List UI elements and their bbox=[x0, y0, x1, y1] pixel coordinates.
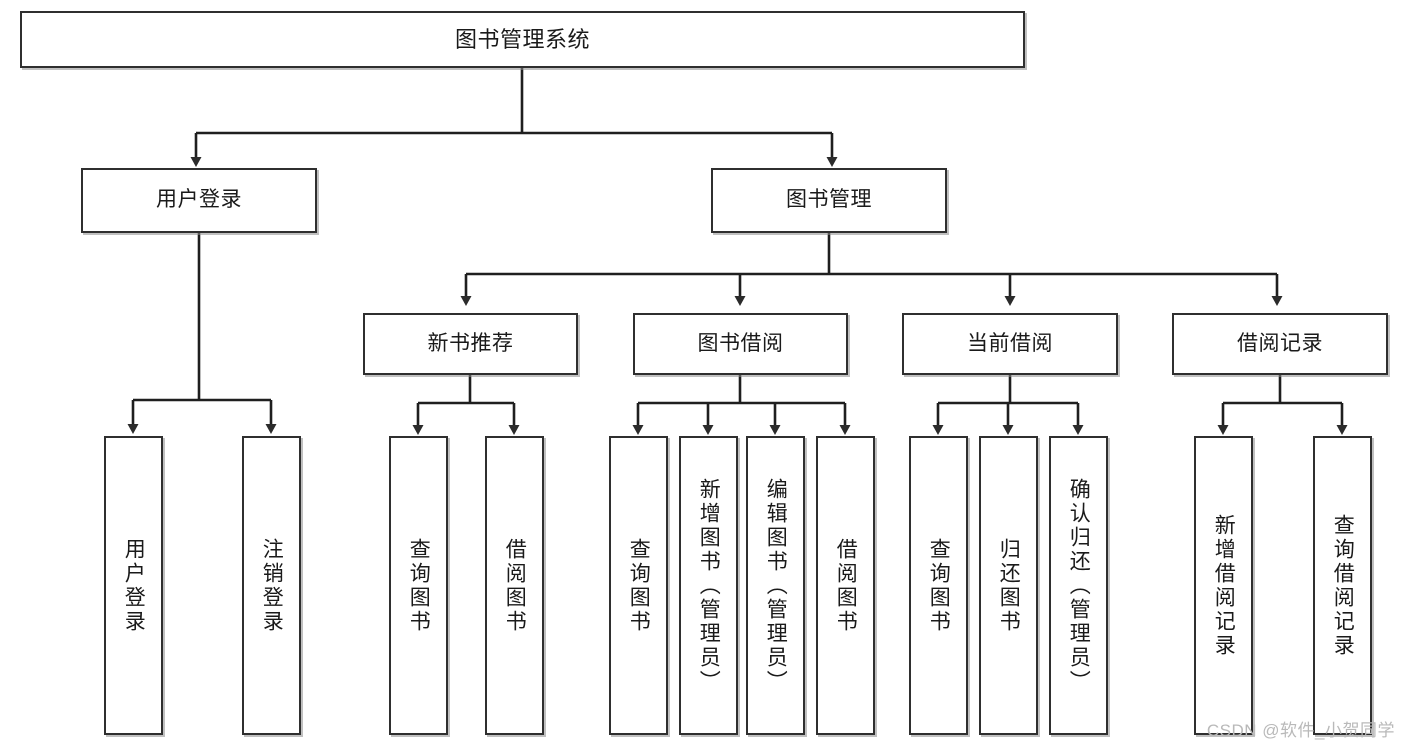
node-leaf-add-record[interactable]: 新增借阅记录 bbox=[1194, 436, 1253, 735]
node-leaf-edit-book-label: 编辑图书（管理员） bbox=[764, 477, 788, 694]
node-leaf-query-book-3-label: 查询图书 bbox=[927, 537, 951, 634]
node-leaf-add-book[interactable]: 新增图书（管理员） bbox=[679, 436, 738, 735]
node-book-manage[interactable]: 图书管理 bbox=[711, 168, 947, 233]
node-leaf-return-book[interactable]: 归还图书 bbox=[979, 436, 1038, 735]
node-leaf-logout-login[interactable]: 注销登录 bbox=[242, 436, 301, 735]
node-book-manage-label: 图书管理 bbox=[786, 188, 872, 212]
node-root-label: 图书管理系统 bbox=[454, 26, 590, 52]
node-leaf-edit-book[interactable]: 编辑图书（管理员） bbox=[746, 436, 805, 735]
node-leaf-query-book-2[interactable]: 查询图书 bbox=[609, 436, 668, 735]
node-user-login-label: 用户登录 bbox=[156, 188, 242, 212]
node-leaf-borrow-book-2[interactable]: 借阅图书 bbox=[816, 436, 875, 735]
node-leaf-borrow-book-2-label: 借阅图书 bbox=[834, 537, 858, 634]
node-leaf-return-book-label: 归还图书 bbox=[997, 537, 1021, 634]
node-new-book-rec-label: 新书推荐 bbox=[427, 331, 514, 355]
node-new-book-rec[interactable]: 新书推荐 bbox=[363, 313, 578, 375]
node-leaf-borrow-book-1-label: 借阅图书 bbox=[503, 537, 527, 634]
node-leaf-confirm-return[interactable]: 确认归还（管理员） bbox=[1049, 436, 1108, 735]
node-borrow-record-label: 借阅记录 bbox=[1237, 331, 1323, 355]
node-leaf-query-book-2-label: 查询图书 bbox=[627, 537, 651, 634]
node-leaf-query-record[interactable]: 查询借阅记录 bbox=[1313, 436, 1372, 735]
node-leaf-user-login-label: 用户登录 bbox=[122, 537, 146, 634]
node-borrow-record[interactable]: 借阅记录 bbox=[1172, 313, 1388, 375]
node-leaf-user-login[interactable]: 用户登录 bbox=[104, 436, 163, 735]
node-current-borrow[interactable]: 当前借阅 bbox=[902, 313, 1118, 375]
node-book-borrow[interactable]: 图书借阅 bbox=[633, 313, 848, 375]
node-leaf-query-record-label: 查询借阅记录 bbox=[1331, 513, 1355, 658]
node-leaf-add-record-label: 新增借阅记录 bbox=[1212, 513, 1236, 658]
node-leaf-logout-login-label: 注销登录 bbox=[260, 537, 284, 634]
node-book-borrow-label: 图书借阅 bbox=[697, 331, 784, 355]
node-leaf-add-book-label: 新增图书（管理员） bbox=[697, 477, 721, 694]
node-leaf-query-book-1-label: 查询图书 bbox=[407, 537, 431, 634]
node-leaf-confirm-return-label: 确认归还（管理员） bbox=[1067, 477, 1091, 694]
node-leaf-query-book-1[interactable]: 查询图书 bbox=[389, 436, 448, 735]
node-user-login[interactable]: 用户登录 bbox=[81, 168, 317, 233]
node-root[interactable]: 图书管理系统 bbox=[20, 11, 1025, 68]
node-current-borrow-label: 当前借阅 bbox=[967, 331, 1053, 355]
node-leaf-borrow-book-1[interactable]: 借阅图书 bbox=[485, 436, 544, 735]
node-leaf-query-book-3[interactable]: 查询图书 bbox=[909, 436, 968, 735]
